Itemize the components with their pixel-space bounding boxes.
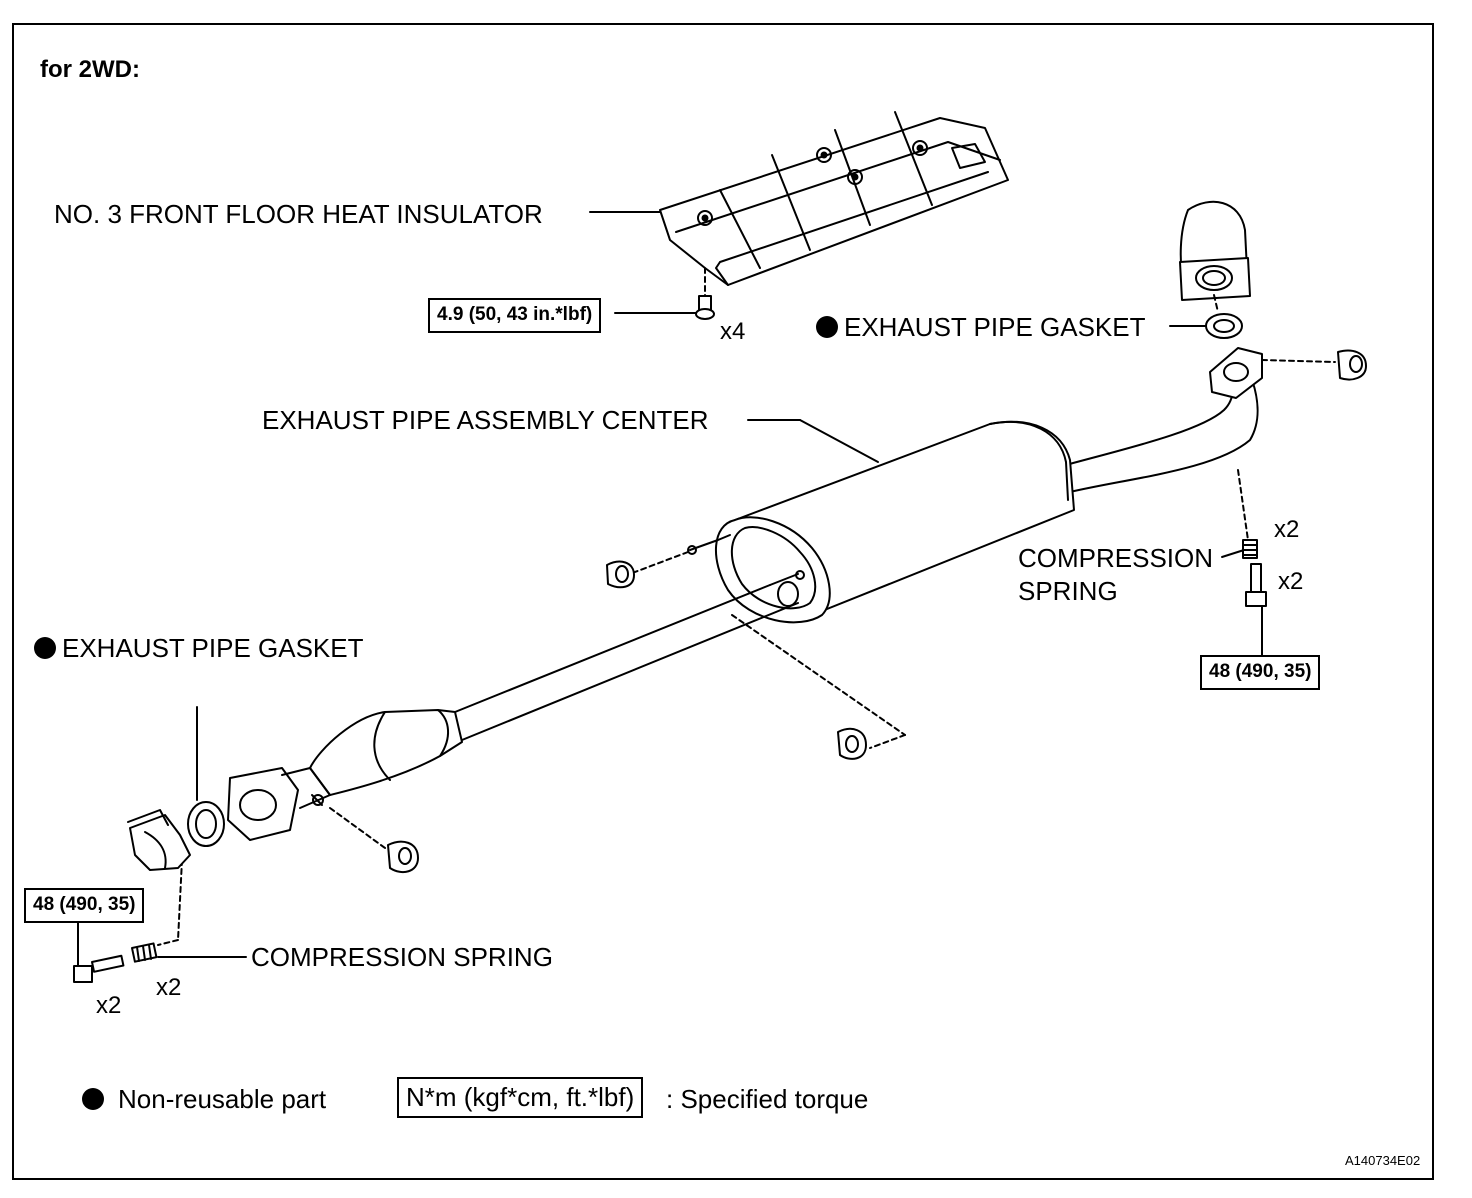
pipe-assembly-leader-d — [799, 419, 879, 463]
right-gasket-drawing — [1205, 313, 1243, 339]
compression-spring-left-label: COMPRESSION SPRING — [251, 942, 553, 972]
insulator-bolt-icon — [695, 267, 715, 320]
left-spring-qty: x2 — [156, 974, 182, 1001]
insulator-bolt-qty: x4 — [720, 318, 746, 345]
non-reusable-dot-icon — [34, 637, 56, 659]
gasket-right-text: EXHAUST PIPE GASKET — [844, 312, 1146, 342]
right-bolt-icon — [1245, 563, 1267, 658]
figure-code: A140734E02 — [1345, 1153, 1421, 1168]
left-flange-drawing — [127, 809, 191, 871]
legend-non-reusable: Non-reusable part — [82, 1086, 326, 1112]
pipe-assembly-label: EXHAUST PIPE ASSEMBLY CENTER — [262, 405, 709, 435]
right-bolt-qty: x2 — [1278, 568, 1304, 595]
gasket-left-label: EXHAUST PIPE GASKET — [34, 635, 364, 661]
legend-torque-desc: : Specified torque — [666, 1084, 869, 1114]
hanger-dash-lines — [157, 359, 1336, 946]
hanger-icon — [1337, 349, 1367, 381]
right-spring-leader — [1221, 549, 1245, 558]
non-reusable-dot-icon — [816, 316, 838, 338]
compression-spring-right-line2: SPRING — [1018, 576, 1118, 606]
right-spring-icon — [1242, 539, 1258, 559]
hanger-icon — [606, 560, 635, 589]
hanger-icon — [837, 727, 867, 760]
gasket-right-label: EXHAUST PIPE GASKET — [816, 314, 1146, 340]
legend-torque-box: N*m (kgf*cm, ft.*lbf) — [397, 1077, 644, 1118]
left-bolt-qty: x2 — [96, 992, 122, 1019]
non-reusable-dot-icon — [82, 1088, 104, 1110]
insulator-torque-box: 4.9 (50, 43 in.*lbf) — [428, 298, 602, 333]
left-gasket-drawing — [187, 801, 225, 847]
compression-spring-right-line1: COMPRESSION — [1018, 543, 1214, 573]
right-flange-drawing — [1179, 200, 1251, 313]
left-torque-box: 48 (490, 35) — [24, 888, 145, 923]
left-bolt-icon — [73, 921, 125, 983]
page-heading: for 2WD: — [40, 56, 140, 83]
legend-non-reusable-text: Non-reusable part — [118, 1084, 327, 1114]
right-torque-box: 48 (490, 35) — [1200, 655, 1321, 690]
heat-insulator-label: NO. 3 FRONT FLOOR HEAT INSULATOR — [54, 199, 543, 229]
left-spring-icon — [131, 942, 158, 963]
exhaust-pipe-assembly-drawing — [227, 347, 1263, 841]
right-spring-qty: x2 — [1274, 516, 1300, 543]
hanger-icon — [387, 840, 419, 874]
heat-insulator-drawing — [659, 111, 1009, 286]
gasket-left-text: EXHAUST PIPE GASKET — [62, 633, 364, 663]
diagram-frame — [12, 23, 1434, 1180]
